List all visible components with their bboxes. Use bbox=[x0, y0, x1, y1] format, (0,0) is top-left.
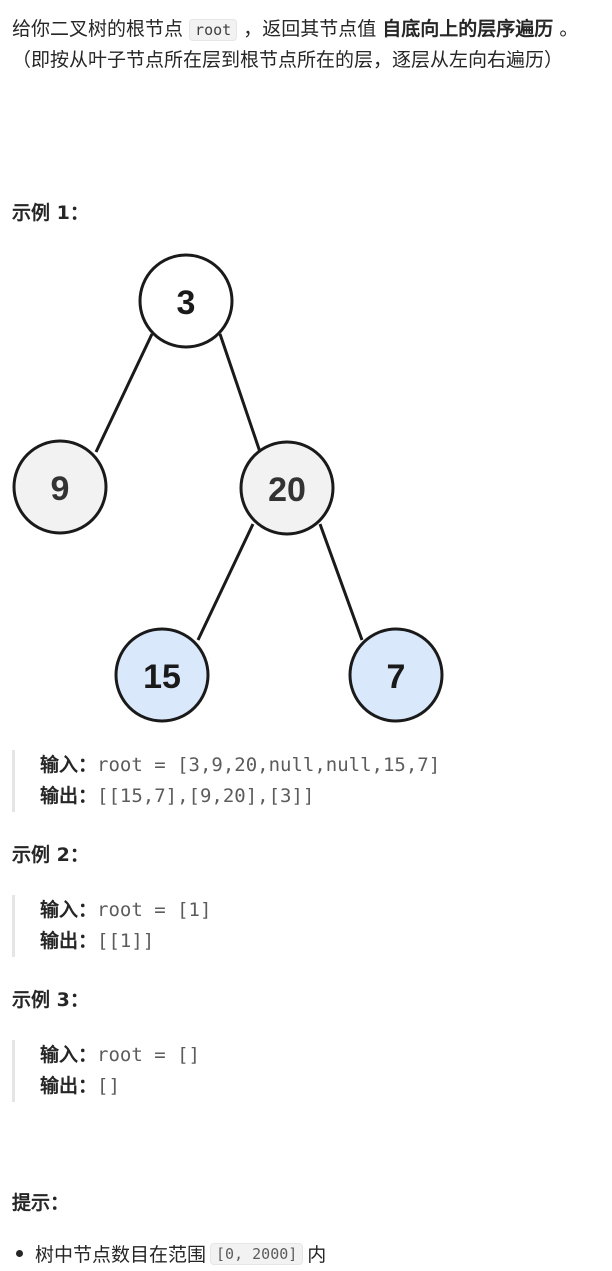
tree-edge-20-7 bbox=[318, 523, 364, 641]
tree-node-3: 3 bbox=[138, 253, 234, 349]
output-value: [[15,7],[9,20],[3]] bbox=[97, 785, 315, 807]
example-3-heading: 示例 3： bbox=[12, 989, 89, 1011]
example-1-heading: 示例 1： bbox=[12, 202, 89, 224]
intro-text-1: 给你二叉树的根节点 bbox=[12, 18, 190, 40]
svg-text:7: 7 bbox=[387, 658, 406, 696]
problem-description: 给你二叉树的根节点 root ，返回其节点值 自底向上的层序遍历 。 （即按从叶… bbox=[12, 14, 604, 75]
intro-text-2: ，返回其节点值 bbox=[237, 18, 383, 40]
output-label: 输出： bbox=[40, 930, 98, 952]
intro-text-3: 。 （即按从叶子节点所在层到根节点所在的层，逐层从左向右遍历） bbox=[12, 18, 579, 71]
input-value: root = [] bbox=[97, 1044, 200, 1066]
example-2-heading: 示例 2： bbox=[12, 844, 89, 866]
input-label: 输入： bbox=[40, 899, 98, 921]
example-3-block: 输入：root = [] 输出：[] bbox=[12, 1040, 612, 1102]
output-value: [] bbox=[97, 1075, 120, 1097]
hint-text-after: 内 bbox=[307, 1244, 327, 1266]
output-label: 输出： bbox=[40, 785, 98, 807]
input-value: root = [3,9,20,null,null,15,7] bbox=[97, 754, 441, 776]
bullet-icon bbox=[16, 1250, 23, 1257]
tree-node-15: 15 bbox=[114, 627, 210, 723]
example-3-input: 输入：root = [] bbox=[40, 1040, 612, 1071]
hints-heading: 提示： bbox=[12, 1192, 70, 1214]
example-1-output: 输出：[[15,7],[9,20],[3]] bbox=[40, 781, 612, 812]
tree-edge-3-20 bbox=[218, 333, 262, 453]
svg-text:20: 20 bbox=[268, 471, 306, 509]
tree-node-9: 9 bbox=[12, 439, 108, 535]
tree-node-20: 20 bbox=[239, 440, 335, 536]
example-3-output: 输出：[] bbox=[40, 1071, 612, 1102]
inline-code-root: root bbox=[189, 19, 238, 41]
svg-text:3: 3 bbox=[177, 284, 196, 322]
example-1-input: 输入：root = [3,9,20,null,null,15,7] bbox=[40, 750, 612, 781]
tree-edge-20-15 bbox=[196, 523, 255, 641]
svg-text:15: 15 bbox=[143, 658, 181, 696]
input-label: 输入： bbox=[40, 1044, 98, 1066]
tree-node-7: 7 bbox=[348, 627, 444, 723]
output-value: [[1]] bbox=[97, 930, 155, 952]
intro-bold-text: 自底向上的层序遍历 bbox=[382, 18, 554, 40]
hint-item: 树中节点数目在范围 [0, 2000] 内 bbox=[12, 1240, 326, 1267]
binary-tree-diagram: 3 9 20 15 7 bbox=[12, 253, 444, 723]
svg-text:9: 9 bbox=[51, 470, 70, 508]
hint-text-before: 树中节点数目在范围 bbox=[35, 1244, 207, 1266]
input-value: root = [1] bbox=[97, 899, 212, 921]
tree-edge-3-9 bbox=[94, 333, 154, 453]
example-2-input: 输入：root = [1] bbox=[40, 895, 612, 926]
input-label: 输入： bbox=[40, 754, 98, 776]
output-label: 输出： bbox=[40, 1075, 98, 1097]
example-2-block: 输入：root = [1] 输出：[[1]] bbox=[12, 895, 612, 957]
example-1-block: 输入：root = [3,9,20,null,null,15,7] 输出：[[1… bbox=[12, 750, 612, 812]
example-2-output: 输出：[[1]] bbox=[40, 926, 612, 957]
hint-code-range: [0, 2000] bbox=[210, 1242, 304, 1265]
